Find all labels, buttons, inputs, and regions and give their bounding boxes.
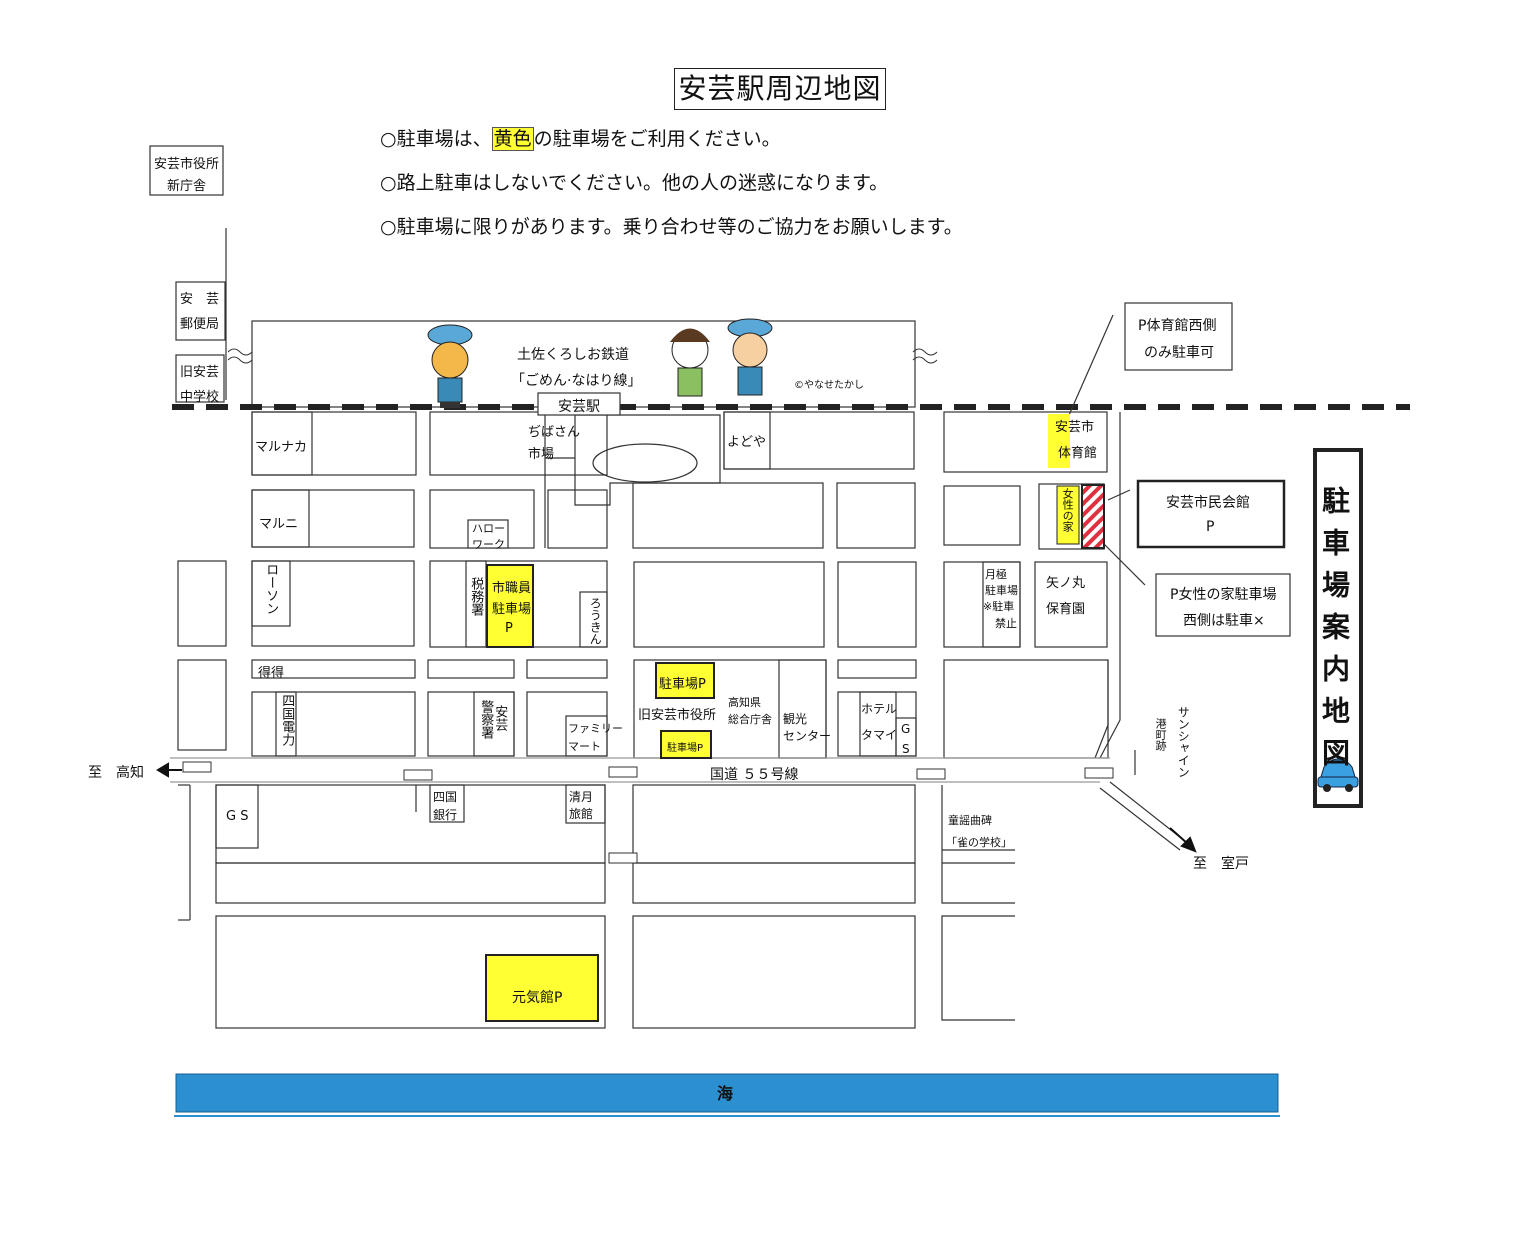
- gs-big-label: G S: [226, 809, 249, 824]
- sea-band: [175, 1073, 1279, 1113]
- josei-note-label-2: 西側は駐車×: [1183, 613, 1265, 629]
- railway-name: 土佐くろしお鉄道: [517, 347, 629, 363]
- minkaikan-box: [1136, 479, 1286, 549]
- no-parking-hatch: [1081, 484, 1105, 549]
- old-school-label-2: 中学校: [180, 390, 220, 405]
- gym-note-label-1: P体育館西側: [1138, 318, 1217, 334]
- josei-note-label-1: P女性の家駐車場: [1170, 587, 1277, 603]
- mascot-characters: [427, 318, 773, 408]
- kanko-label-2: センター: [783, 729, 832, 743]
- staff-parking-label-1: 市職員: [492, 581, 532, 596]
- minatomachi-label: 港町跡: [1154, 718, 1168, 751]
- post-office-label-1: 安 芸: [180, 292, 220, 307]
- parking-lot-small-label: 駐車場P: [667, 743, 704, 754]
- monthly-parking-label-3: ※駐車: [983, 600, 1015, 613]
- chibasan-label-1: ぢばさん: [528, 425, 581, 440]
- kochi-pref-label-1: 高知県: [728, 696, 761, 709]
- sea-label: 海: [716, 1084, 733, 1103]
- staff-parking-label-3: P: [505, 621, 513, 636]
- seigetsu-label-2: 旅館: [569, 807, 594, 821]
- parking-lot-small: [660, 730, 712, 759]
- minkaikan-label-2: P: [1206, 519, 1215, 535]
- page-title: 安芸駅周辺地図: [674, 68, 886, 110]
- marunaka-label: マルナカ: [255, 440, 308, 455]
- hellowork-label-2: ワーク: [472, 538, 505, 551]
- lawson-label: ローソン: [263, 563, 279, 615]
- kochi-pref-label-2: 総合庁舎: [728, 713, 772, 726]
- gs-small-label-1: G: [901, 722, 911, 736]
- staff-parking-label-2: 駐車場: [492, 602, 532, 617]
- station-label: 安芸駅: [558, 399, 600, 415]
- side-title: 駐車場案内地図: [1313, 448, 1363, 808]
- police-label-1: 安芸: [492, 705, 508, 731]
- shikoku-denryoku-label: 四国電力: [279, 694, 295, 746]
- car-icon: [1317, 758, 1359, 792]
- old-cityhall-label: 旧安芸市役所: [638, 708, 717, 723]
- douyo-label-2: 「雀の学校」: [946, 836, 1012, 849]
- shikoku-bank-label-1: 四国: [433, 790, 458, 804]
- monthly-parking-label-4: 禁止: [995, 617, 1017, 630]
- yanomaru-label-1: 矢ノ丸: [1046, 576, 1086, 591]
- cityhall-new-label-2: 新庁舎: [167, 179, 207, 194]
- sunshine-label: サンシャイン: [1176, 706, 1191, 778]
- railway-line: 「ごめん·なはり線」: [511, 373, 642, 389]
- zeimusho-label: 税務署: [468, 577, 484, 616]
- old-school-label-1: 旧安芸: [180, 365, 220, 380]
- monthly-parking-label-1: 月極: [985, 568, 1007, 581]
- shikoku-bank-label-2: 銀行: [433, 808, 458, 822]
- gym-note-label-2: のみ駐車可: [1144, 345, 1214, 361]
- maruni-label: マルニ: [259, 517, 299, 532]
- tokutoku-label: 得得: [258, 666, 285, 681]
- arrow-to-kochi-icon: [156, 762, 169, 778]
- copyright-label: ©やなせたかし: [794, 380, 864, 391]
- note-line-2: ○路上駐車はしないでください。他の人の迷惑になります。: [380, 172, 889, 194]
- highlight-yellow: 黄色: [491, 127, 534, 151]
- genkikan-label: 元気館P: [512, 990, 563, 1006]
- gym-parking-area: [1048, 414, 1070, 468]
- route55-label: 国道 ５５号線: [710, 767, 799, 783]
- genkikan-parking: [485, 954, 599, 1022]
- hotel-label-2: タマイ: [861, 728, 898, 742]
- josei-parking: [1056, 485, 1080, 545]
- gs-small-label-2: S: [902, 742, 910, 756]
- cityhall-new-label-1: 安芸市役所: [154, 157, 220, 172]
- police-label-2: 警察署: [478, 700, 494, 739]
- douyo-label-1: 童謡曲碑: [948, 814, 992, 827]
- hotel-label-1: ホテル: [861, 702, 898, 716]
- parking-lot-label: 駐車場P: [659, 677, 706, 692]
- note-line-1: ○駐車場は、黄色の駐車場をご利用ください。: [380, 127, 781, 151]
- monthly-parking-label-2: 駐車場: [985, 584, 1018, 597]
- roukin-label: ろうきん: [588, 597, 603, 645]
- seigetsu-label-1: 清月: [569, 790, 594, 804]
- parking-lot-old-cityhall: [655, 662, 715, 699]
- note-line-3: ○駐車場に限りがあります。乗り合わせ等のご協力をお願いします。: [380, 216, 963, 238]
- to-kochi-label: 至 高知: [88, 765, 144, 781]
- post-office-label-2: 郵便局: [180, 317, 220, 332]
- familymart-label-2: マート: [568, 740, 601, 753]
- minkaikan-label-1: 安芸市民会館: [1166, 495, 1250, 511]
- yodoya-label: よどや: [727, 435, 767, 450]
- yanomaru-label-2: 保育園: [1046, 602, 1086, 617]
- familymart-label-1: ファミリー: [568, 722, 623, 735]
- chibasan-label-2: 市場: [528, 447, 555, 462]
- arrow-to-muroto-icon: [1180, 836, 1197, 853]
- josei-no-ie-label: 女性の家: [1061, 488, 1075, 532]
- gym-label-2: 体育館: [1058, 446, 1098, 461]
- gym-label-1: 安芸市: [1055, 420, 1095, 435]
- to-muroto-label: 至 室戸: [1193, 856, 1249, 872]
- staff-parking: [486, 564, 534, 648]
- hellowork-label-1: ハロー: [472, 522, 505, 535]
- kanko-label-1: 観光: [783, 712, 808, 726]
